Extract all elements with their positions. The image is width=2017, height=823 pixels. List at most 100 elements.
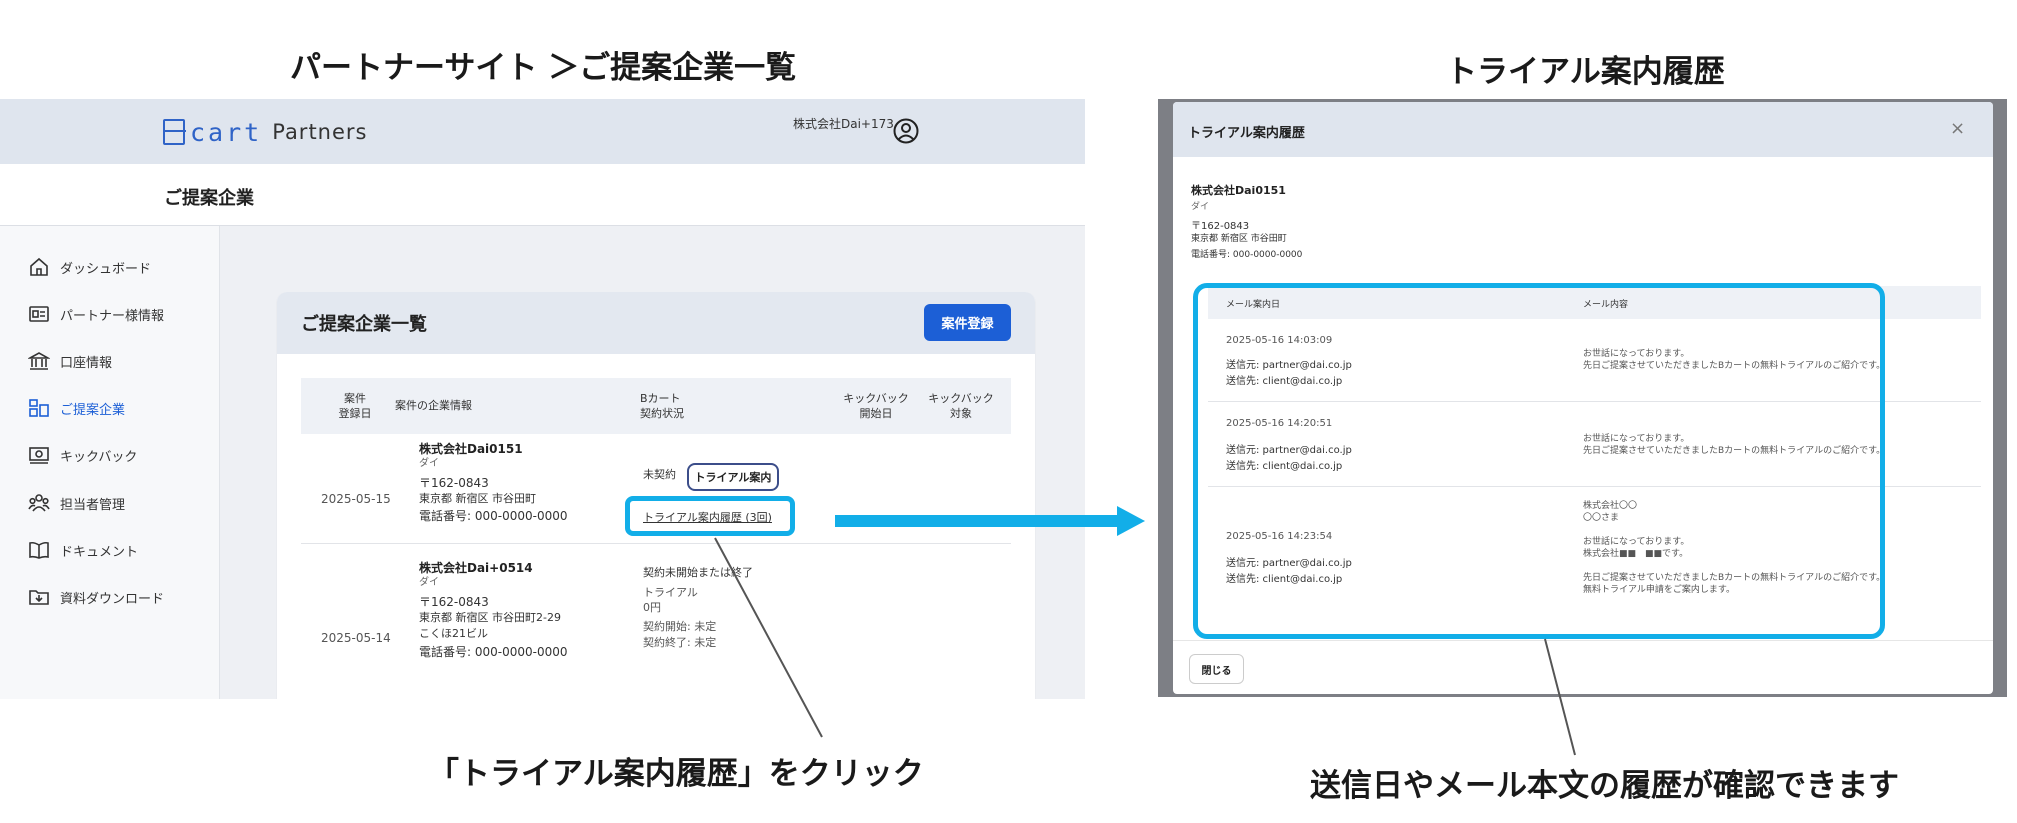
register-case-button[interactable]: 案件登録 (924, 304, 1011, 341)
download-icon (29, 590, 49, 605)
row-divider (301, 543, 1011, 544)
right-arrow-icon (835, 506, 1145, 536)
bank-icon (28, 352, 50, 370)
sidebar-item-label: パートナー様情報 (60, 308, 165, 324)
history-link-highlight (625, 496, 795, 536)
column-header-kickback-target: キックバック 対象 (928, 392, 994, 420)
row2-company: 株式会社Dai+0514 (419, 561, 533, 575)
row1-kana: ダイ (419, 458, 439, 469)
history-row2-from: 送信元: partner@dai.co.jp (1226, 445, 1352, 456)
sidebar-item-label: 資料ダウンロード (60, 591, 165, 607)
sidebar-item-download[interactable]: 資料ダウンロード (28, 584, 164, 610)
row1-address: 東京都 新宿区 市谷田町 (419, 492, 536, 505)
history-row1-date: 2025-05-16 14:03:09 (1226, 335, 1333, 346)
page-header: ご提案企業 (0, 164, 1085, 226)
partner-site-screenshot: cart Partners 株式会社Dai+173 ご提案企業 ダッシュボード … (0, 99, 1085, 699)
sidebar: ダッシュボード パートナー様情報 口座情報 ご提案企業 キックバック 担当者管理… (0, 226, 220, 699)
users-icon (28, 494, 50, 512)
history-row3-date: 2025-05-16 14:23:54 (1226, 531, 1333, 542)
column-header-date: 案件 登録日 (338, 392, 372, 420)
table-header: 案件 登録日 案件の企業情報 Bカート 契約状況 キックバック 開始日 キックバ… (301, 378, 1011, 434)
history-row2-body: お世話になっております。 先日ご提案させていただきましたBカートの無料トライアル… (1583, 434, 1886, 456)
history-row2-date: 2025-05-16 14:20:51 (1226, 418, 1333, 429)
sidebar-item-label: 担当者管理 (60, 497, 126, 513)
sidebar-item-bank[interactable]: 口座情報 (28, 348, 112, 374)
brand-partners-text: Partners (272, 120, 368, 144)
modal-phone: 電話番号: 000-0000-0000 (1191, 250, 1303, 260)
column-header-mail-date: メール案内日 (1226, 300, 1281, 310)
proposal-list-card: ご提案企業一覧 案件登録 案件 登録日 案件の企業情報 Bカート 契約状況 キッ… (277, 292, 1035, 699)
sidebar-item-documents[interactable]: ドキュメント (28, 537, 138, 563)
row2-date: 2025-05-14 (321, 631, 391, 645)
card-title: ご提案企業一覧 (301, 314, 427, 335)
row1-phone: 電話番号: 000-0000-0000 (419, 509, 568, 523)
left-caption: パートナーサイト ＞ご提案企業一覧 (290, 50, 797, 86)
user-icon[interactable] (893, 118, 919, 144)
column-header-kickback-start: キックバック 開始日 (843, 392, 909, 420)
row2-kana: ダイ (419, 577, 439, 588)
row1-status: 未契約 (643, 468, 676, 481)
account-name: 株式会社Dai+173 (793, 117, 894, 131)
home-icon (30, 257, 48, 276)
history-row1-from: 送信元: partner@dai.co.jp (1226, 360, 1352, 371)
sidebar-item-dashboard[interactable]: ダッシュボード (28, 254, 151, 280)
history-instruction-caption: 送信日やメール本文の履歴が確認できます (1310, 768, 1899, 804)
brand-logo[interactable]: cart Partners (162, 115, 368, 149)
history-row2-to: 送信先: client@dai.co.jp (1226, 461, 1343, 472)
sidebar-item-partner-info[interactable]: パートナー様情報 (28, 301, 164, 327)
row1-company: 株式会社Dai0151 (419, 442, 523, 456)
right-caption: トライアル案内履歴 (1446, 54, 1725, 90)
modal-header: トライアル案内履歴 × (1173, 102, 1993, 157)
trial-history-screenshot: トライアル案内履歴 × 株式会社Dai0151 ダイ 〒162-0843 東京都… (1158, 99, 2007, 697)
card-header: ご提案企業一覧 案件登録 (277, 292, 1035, 354)
sidebar-item-label: ダッシュボード (60, 261, 152, 277)
row2-plan: トライアル (643, 586, 698, 599)
history-table-highlight (1193, 283, 1885, 639)
row2-address: 東京都 新宿区 市谷田町2-29 (419, 611, 561, 624)
row1-date: 2025-05-15 (321, 492, 391, 506)
trial-history-modal: トライアル案内履歴 × 株式会社Dai0151 ダイ 〒162-0843 東京都… (1173, 102, 1993, 694)
modal-kana: ダイ (1191, 202, 1210, 212)
sidebar-item-companies[interactable]: ご提案企業 (28, 395, 125, 421)
modal-footer-divider (1173, 640, 1993, 641)
modal-address: 東京都 新宿区 市谷田町 (1191, 234, 1287, 244)
column-header-contract: Bカート 契約状況 (640, 392, 684, 420)
book-icon (29, 541, 49, 559)
trial-guide-button[interactable]: トライアル案内 (687, 463, 779, 491)
sidebar-item-label: 口座情報 (60, 355, 113, 371)
id-card-icon (29, 306, 49, 322)
sidebar-item-label: ドキュメント (60, 544, 139, 560)
close-button[interactable]: 閉じる (1189, 654, 1244, 684)
click-instruction-caption: 「トライアル案内履歴」をクリック (428, 756, 924, 792)
modal-zip: 〒162-0843 (1191, 221, 1250, 232)
row1-zip: 〒162-0843 (419, 476, 489, 490)
history-table-header: メール案内日 メール内容 (1208, 286, 1981, 319)
brand-cart-text: cart (190, 117, 263, 147)
history-row3-from: 送信元: partner@dai.co.jp (1226, 558, 1352, 569)
row2-building: こくほ21ビル (419, 627, 488, 640)
close-icon[interactable]: × (1950, 118, 1966, 139)
money-icon (29, 447, 49, 464)
row2-contract-end: 契約終了: 未定 (643, 636, 717, 649)
modal-title: トライアル案内履歴 (1188, 126, 1305, 141)
history-row3-body: 株式会社〇〇 〇〇さま お世話になっております。 株式会社■■ ■■です。 先日… (1583, 501, 1886, 595)
sidebar-item-label: キックバック (60, 449, 138, 465)
history-row1-to: 送信先: client@dai.co.jp (1226, 376, 1343, 387)
history-row3-to: 送信先: client@dai.co.jp (1226, 574, 1343, 585)
company-icon (29, 399, 49, 417)
column-header-company: 案件の企業情報 (395, 399, 472, 412)
trial-history-link[interactable]: トライアル案内履歴 (3回) (643, 511, 772, 524)
row2-phone: 電話番号: 000-0000-0000 (419, 645, 568, 659)
sidebar-item-staff[interactable]: 担当者管理 (28, 490, 125, 516)
row-divider (1208, 486, 1981, 487)
sidebar-item-kickback[interactable]: キックバック (28, 442, 137, 468)
row-divider (1208, 401, 1981, 402)
column-header-mail-content: メール内容 (1583, 300, 1629, 310)
row2-zip: 〒162-0843 (419, 595, 489, 609)
brand-b-mark (162, 119, 186, 145)
row2-price: 0円 (643, 601, 661, 614)
page-title: ご提案企業 (164, 188, 254, 209)
row2-status: 契約未開始または終了 (643, 566, 753, 579)
sidebar-item-label: ご提案企業 (60, 402, 126, 418)
history-row1-body: お世話になっております。 先日ご提案させていただきましたBカートの無料トライアル… (1583, 349, 1886, 371)
